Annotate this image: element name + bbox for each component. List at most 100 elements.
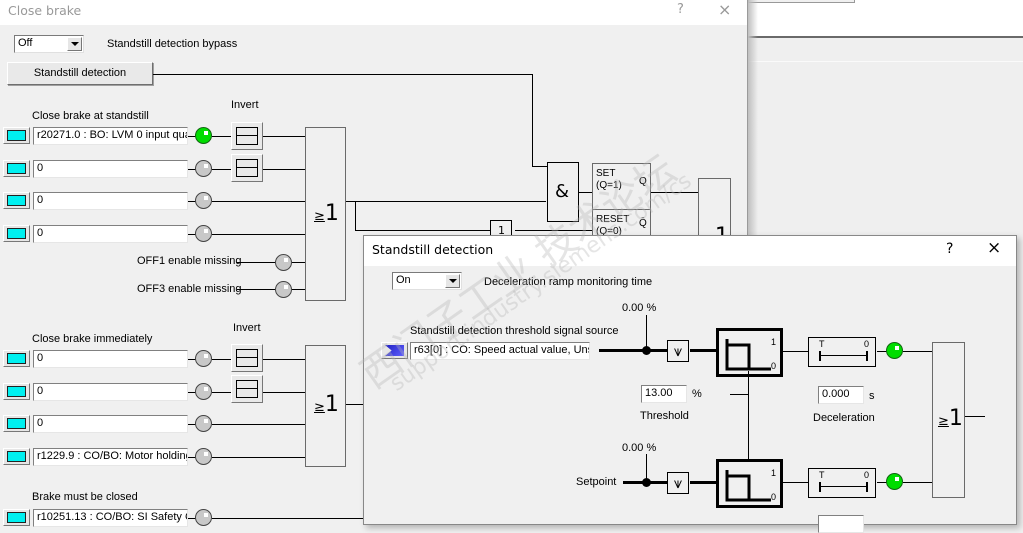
wire (646, 454, 647, 482)
connector-icon (385, 345, 404, 356)
status-lamp (195, 448, 212, 465)
connector-button[interactable] (3, 127, 30, 144)
wire (292, 262, 305, 263)
help-button[interactable]: ? (946, 241, 954, 257)
dialog-title: Standstill detection (372, 242, 494, 257)
wire (188, 234, 196, 235)
deceleration-field[interactable]: 0.000 (818, 386, 864, 404)
wire (188, 201, 196, 202)
wire (355, 201, 356, 231)
connector-button[interactable] (3, 225, 30, 242)
reset-label: RESET (596, 214, 630, 225)
off-delay-timer: T 0 (808, 468, 876, 498)
connector-icon (7, 228, 26, 239)
wire (346, 404, 363, 405)
threshold-unit: % (692, 388, 702, 400)
ramp-monitoring-combo[interactable]: On (392, 272, 462, 290)
connector-button[interactable] (3, 192, 30, 209)
background-tab[interactable] (748, 0, 855, 3)
wire (212, 234, 305, 235)
connector-button[interactable] (3, 350, 30, 367)
connector-button[interactable] (3, 509, 30, 526)
wire (877, 482, 887, 483)
wire (965, 416, 985, 417)
connector-button[interactable] (3, 383, 30, 400)
signal-source-field[interactable]: 0 (33, 415, 188, 433)
connector-icon (7, 512, 26, 523)
standstill-detection-button[interactable]: Standstill detection (7, 62, 153, 85)
wire (188, 359, 196, 360)
signal-source-field[interactable]: 0 (33, 160, 188, 178)
wire (532, 74, 533, 167)
comparator-lower: 1 0 (716, 459, 783, 508)
signal-source-field[interactable]: r10251.13 : CO/BO: SI Safety C (33, 509, 188, 527)
not-gate-label: 1 (498, 224, 505, 237)
invert-toggle[interactable] (231, 344, 263, 372)
deceleration-field-lower[interactable] (818, 515, 864, 533)
signal-source-field[interactable]: 0 (33, 383, 188, 401)
comparator-upper: 1 0 (716, 328, 783, 377)
signal-source-field[interactable]: r63[0] : CO: Speed actual value, Uns (410, 342, 590, 360)
deceleration-label: Deceleration (813, 412, 875, 424)
chevron-down-icon[interactable] (445, 274, 460, 288)
hysteresis-icon (725, 339, 771, 371)
wire (188, 457, 196, 458)
chevron-down-icon[interactable] (67, 37, 82, 51)
signal-source-field[interactable]: 0 (33, 350, 188, 368)
wire (730, 394, 748, 395)
or-gate-label: ≥1 (938, 406, 963, 431)
wire (188, 424, 196, 425)
source-label: Standstill detection threshold signal so… (410, 325, 619, 337)
wire (212, 169, 231, 170)
invert-label: Invert (231, 99, 259, 111)
wire (263, 136, 305, 137)
help-button[interactable]: ? (677, 2, 684, 17)
off3-label: OFF3 enable missing (137, 283, 242, 295)
signal-source-field[interactable]: r20271.0 : BO: LVM 0 input qua (33, 127, 188, 145)
signal-source-field[interactable]: 0 (33, 225, 188, 243)
set-label: SET (596, 168, 616, 179)
comparator-high-label: 1 (771, 468, 777, 478)
wire (188, 169, 196, 170)
wire (237, 262, 277, 263)
connector-button[interactable] (3, 415, 30, 432)
ramp-label: Deceleration ramp monitoring time (484, 276, 653, 288)
connector-button[interactable] (3, 448, 30, 465)
and-gate: & (547, 162, 579, 222)
connector-button[interactable] (381, 342, 408, 359)
timer-bar (819, 486, 867, 487)
junction-dot (642, 478, 651, 487)
abs-value-icon: ⩛ (667, 472, 689, 494)
wire (515, 230, 592, 231)
wire (188, 392, 196, 393)
bypass-combo[interactable]: Off (14, 35, 84, 53)
signal-source-field[interactable]: r1229.9 : CO/BO: Motor holding (33, 448, 188, 466)
connector-icon (7, 195, 26, 206)
connector-icon (7, 353, 26, 364)
wire (153, 74, 532, 75)
invert-toggle[interactable] (231, 154, 263, 182)
invert-toggle[interactable] (231, 122, 263, 150)
signal-source-field[interactable]: 0 (33, 192, 188, 210)
wire (690, 481, 716, 484)
timer-t-label: T (819, 470, 825, 480)
title-bar: Close brake ? × (0, 0, 747, 25)
status-lamp (275, 254, 292, 271)
comparator-low-label: 0 (771, 492, 777, 502)
timer-tick (819, 351, 821, 361)
wire (263, 169, 305, 170)
background-header (748, 0, 1023, 36)
status-lamp (195, 509, 212, 526)
divider (748, 36, 1023, 38)
junction-dot (642, 346, 651, 355)
invert-toggle[interactable] (231, 375, 263, 403)
actual-percent: 0.00 % (622, 302, 657, 314)
or-gate: ≥1 (305, 127, 346, 301)
connector-button[interactable] (3, 160, 30, 177)
close-button[interactable]: × (987, 238, 1002, 258)
wire (903, 482, 932, 483)
threshold-field[interactable]: 13.00 (641, 385, 687, 403)
wire (355, 230, 490, 231)
status-lamp (195, 225, 212, 242)
close-button[interactable]: × (718, 0, 732, 19)
